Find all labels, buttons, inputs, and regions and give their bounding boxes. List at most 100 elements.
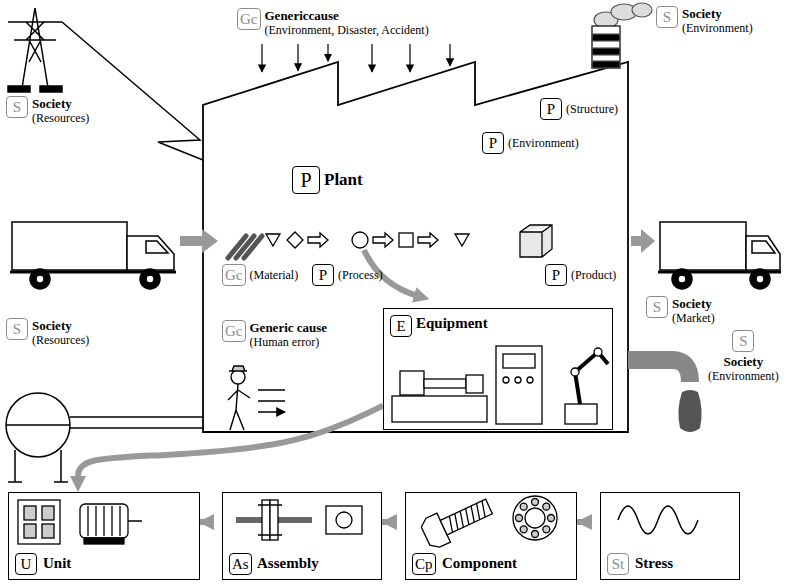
generic-cause-arrows-part (327, 44, 328, 61)
smokestack-part (632, 3, 652, 17)
letter-icon: P (312, 264, 334, 286)
process-flow-part (287, 232, 303, 248)
generic-cause-arrows (262, 44, 450, 72)
icon-caption: (Product) (571, 268, 616, 283)
process-flow-part (520, 225, 552, 257)
icon-letter: Gc (225, 268, 243, 283)
smokestack-part (592, 34, 620, 41)
tank-part (70, 417, 203, 428)
component-drawing-part (516, 499, 555, 538)
note: (Process) (338, 268, 383, 283)
component-box: Component Cp (405, 492, 577, 580)
equipment-machines-part (515, 377, 521, 383)
box-heading: Equipment (416, 314, 488, 332)
component-icon: Cp (412, 553, 436, 575)
note: (Environment) (682, 21, 753, 36)
worker-figure-part (229, 366, 247, 371)
delivery-truck-part (140, 269, 160, 289)
component-drawing-part-part (446, 501, 489, 532)
equipment-box: Equipment E (383, 308, 613, 430)
generic-cause-icon: GcGenericcause(Environment, Disaster, Ac… (237, 8, 429, 38)
note: (Environment) (508, 136, 579, 151)
component-drawing-part-part (516, 515, 523, 522)
generic-cause-icon: GcGeneric cause(Human error) (222, 320, 327, 350)
component-drawing-part-part (532, 499, 539, 506)
component-drawing-part-part (440, 499, 492, 535)
flow-arrow (577, 519, 588, 525)
component-drawing-part-part (543, 526, 550, 533)
icon-letter: As (232, 557, 249, 572)
process-flow-part (228, 236, 262, 258)
process-flow-part (308, 233, 328, 247)
letter-icon: P (292, 166, 320, 194)
icon-letter: E (396, 319, 405, 334)
icon-caption: Plant (324, 170, 363, 190)
assembly-drawing-part (258, 505, 282, 535)
effluent-pipe-part (628, 360, 690, 382)
shipping-truck-part (752, 241, 775, 253)
delivery-truck-part (30, 269, 50, 289)
worker-figure-part (258, 390, 285, 412)
plant-icon: P(Structure) (540, 98, 618, 120)
icon-caption: Society(Environment) (708, 354, 779, 384)
generic-cause-arrows-part (449, 44, 450, 66)
process-flow-part (418, 233, 438, 247)
power-tower-part (62, 22, 203, 160)
society-icon: S Society(Environment) (708, 330, 779, 384)
assembly-drawing-part (270, 500, 278, 540)
box-heading: Stress (635, 554, 673, 572)
process-flow-part (399, 233, 413, 247)
equipment-machines-part (503, 377, 509, 383)
letter-icon: S (6, 318, 28, 340)
generic-cause-arrows-part (261, 44, 262, 72)
unit-drawing-part (18, 500, 60, 544)
letter-icon: Gc (222, 264, 246, 286)
box-heading: Unit (43, 554, 71, 572)
generic-cause-icon: Gc (Material) (222, 264, 298, 286)
icon-letter: S (739, 334, 747, 349)
stress-box: StressSt (600, 492, 740, 580)
worker-figure (228, 366, 285, 430)
component-drawing-part (419, 492, 496, 551)
icon-caption: Generic cause(Human error) (250, 320, 328, 350)
process-flow-part (373, 233, 393, 247)
worker-figure-part (231, 370, 245, 384)
box-heading: Component (442, 554, 517, 572)
note: (Material) (250, 268, 299, 283)
shipping-truck-part (750, 269, 770, 289)
icon-letter: P (547, 102, 555, 117)
heading: Society (672, 296, 715, 311)
equipment-machines-part (496, 346, 542, 424)
smokestack (592, 3, 652, 68)
note: (Resources) (32, 333, 89, 348)
assembly-drawing-part (336, 512, 352, 528)
equipment-machines-part (571, 368, 579, 376)
icon-caption: Society(Resources) (32, 96, 89, 126)
heading: Genericcause (265, 8, 429, 23)
flow-arrow (382, 519, 393, 525)
shipping-truck-part (672, 269, 692, 289)
power-tower-part (8, 8, 62, 88)
component-drawing-part-part (548, 515, 555, 522)
worker-figure-part (228, 384, 250, 430)
smokestack-part (592, 26, 620, 68)
equipment-machines-part (400, 371, 424, 395)
unit-icon: U (15, 553, 37, 575)
assembly-drawing-part (262, 500, 270, 540)
shipping-truck-part (660, 222, 746, 270)
delivery-truck-part (36, 275, 44, 283)
letter-icon: S (6, 96, 28, 118)
unit-box: Unit U (8, 492, 200, 580)
icon-caption: (Material) (250, 268, 299, 283)
stress-wave (618, 506, 698, 534)
letter-icon: U (15, 553, 37, 575)
equipment-machines-part (565, 404, 597, 424)
icon-letter: U (21, 557, 32, 572)
delivery-truck-part (146, 241, 168, 253)
equipment-machines-part (527, 377, 533, 383)
letter-icon: Gc (237, 8, 261, 30)
delivery-truck-part (12, 222, 127, 270)
shipping-truck-part (678, 275, 686, 283)
